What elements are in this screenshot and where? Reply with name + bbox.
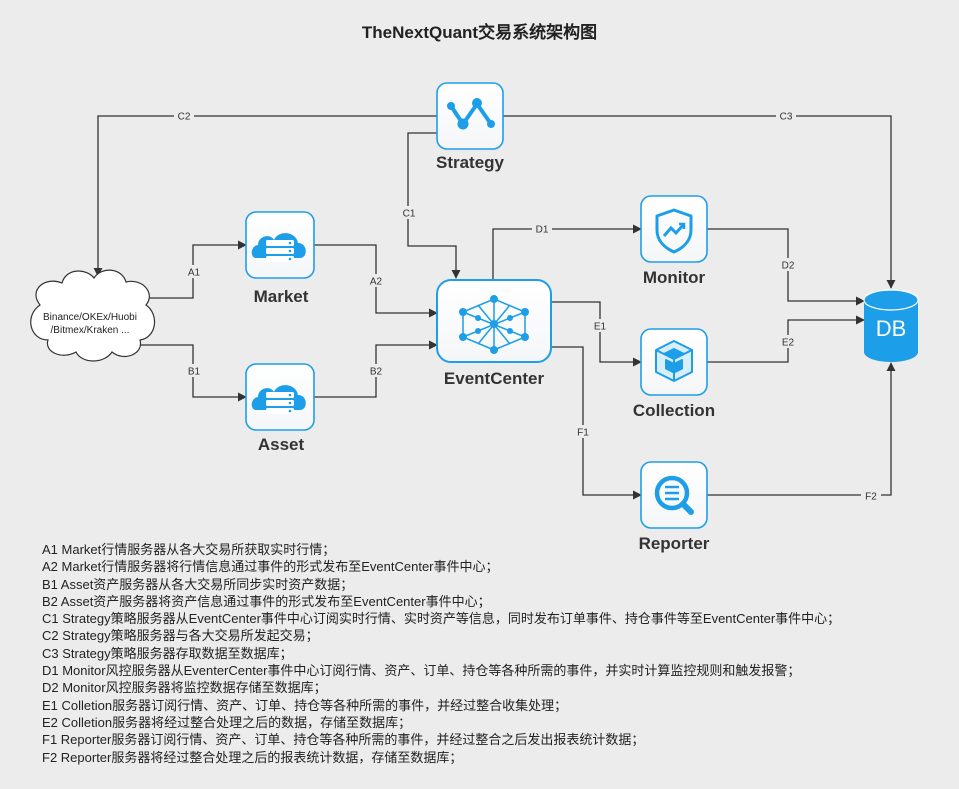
search-report-icon [654, 475, 694, 515]
exchanges-line1: Binance/OKEx/Huobi [43, 312, 137, 323]
label-a1: A1 [188, 268, 201, 279]
note-line: E2 Colletion服务器将经过整合处理之后的数据，存储至数据库； [42, 714, 412, 730]
edge-f1 [551, 346, 642, 500]
cloud-server-icon [251, 385, 306, 414]
edge-c3 [503, 115, 896, 289]
asset-node[interactable]: Asset [245, 363, 315, 454]
label-d2: D2 [782, 261, 795, 272]
edge-labels: C2 C3 C1 A1 B1 A2 B2 D1 E1 F1 D2 E2 F2 [174, 109, 881, 503]
label-e1: E1 [594, 322, 607, 333]
collection-label: Collection [633, 401, 715, 420]
edge-f2 [707, 362, 896, 496]
label-c3: C3 [780, 112, 793, 123]
exchanges-line2: /Bitmex/Kraken ... [51, 325, 130, 336]
strategy-node[interactable]: Strategy [436, 82, 505, 172]
note-line: F1 Reporter服务器订阅行情、资产、订单、持仓等各种所需的事件，并经过整… [42, 732, 645, 748]
cloud-server-icon [251, 233, 306, 262]
note-line: A1 Market行情服务器从各大交易所获取实时行情； [42, 542, 336, 557]
diagram-title: TheNextQuant交易系统架构图 [361, 23, 598, 42]
edge-c2 [93, 115, 437, 277]
exchanges-cloud[interactable]: Binance/OKEx/Huobi /Bitmex/Kraken ... [30, 269, 156, 362]
eventcenter-node[interactable]: EventCenter [436, 279, 552, 388]
asset-label: Asset [258, 435, 305, 454]
note-line: C2 Strategy策略服务器与各大交易所发起交易； [42, 628, 319, 644]
edge-d1 [492, 224, 642, 280]
market-label: Market [254, 287, 309, 306]
strategy-label: Strategy [436, 153, 505, 172]
label-f2: F2 [865, 492, 877, 503]
label-b1: B1 [188, 367, 201, 378]
shield-chart-icon [655, 208, 693, 254]
note-line: D2 Monitor风控服务器将监控数据存储至数据库； [42, 680, 327, 696]
reporter-label: Reporter [639, 534, 710, 553]
label-d1: D1 [536, 225, 549, 236]
reporter-node[interactable]: Reporter [639, 461, 710, 553]
label-c1: C1 [403, 209, 416, 220]
collection-node[interactable]: Collection [633, 328, 715, 420]
label-b2: B2 [370, 367, 383, 378]
label-e2: E2 [782, 338, 795, 349]
label-f1: F1 [577, 428, 589, 439]
database-node[interactable]: DB [863, 289, 919, 362]
note-line: B1 Asset资产服务器从各大交易所同步实时资产数据； [42, 576, 354, 592]
note-line: D1 Monitor风控服务器从EventerCenter事件中心订阅行情、资产… [42, 663, 801, 679]
note-line: B2 Asset资产服务器将资产信息通过事件的形式发布至EventCenter事… [42, 593, 491, 609]
database-label: DB [876, 316, 907, 341]
note-line: F2 Reporter服务器将经过整合处理之后的报表统计数据，存储至数据库； [42, 749, 463, 765]
note-line: C1 Strategy策略服务器从EventCenter事件中心订阅实时行情、实… [42, 611, 841, 627]
label-a2: A2 [370, 277, 383, 288]
cube-stack-icon [655, 340, 693, 382]
eventcenter-label: EventCenter [444, 369, 545, 388]
legend-notes: A1 Market行情服务器从各大交易所获取实时行情； A2 Market行情服务… [42, 541, 840, 766]
monitor-label: Monitor [643, 268, 706, 287]
note-line: E1 Colletion服务器订阅行情、资产、订单、持仓等各种所需的事件，并经过… [42, 697, 568, 713]
strategy-chart-icon [447, 98, 495, 130]
market-node[interactable]: Market [245, 211, 315, 306]
monitor-node[interactable]: Monitor [640, 195, 708, 287]
note-line: C3 Strategy策略服务器存取数据至数据库； [42, 645, 293, 661]
note-line: A2 Market行情服务器将行情信息通过事件的形式发布至EventCenter… [42, 559, 499, 575]
label-c2: C2 [178, 112, 191, 123]
network-nodes [459, 295, 529, 354]
edge-c1 [407, 132, 461, 279]
